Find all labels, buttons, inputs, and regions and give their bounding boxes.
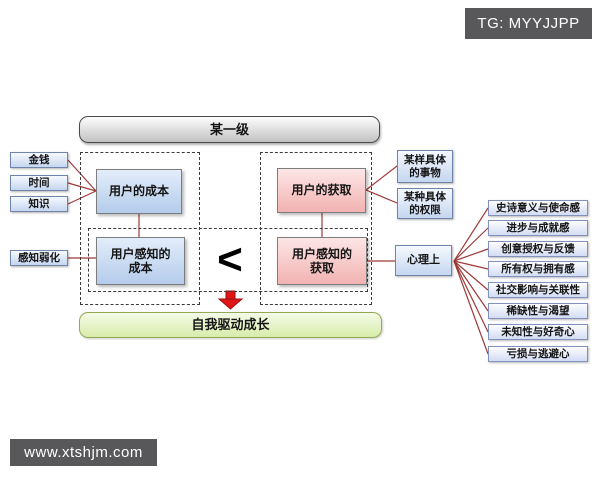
watermark-site: www.xtshjm.com <box>10 439 157 466</box>
psych-item-empowerment: 创意授权与反馈 <box>488 241 588 257</box>
input-money: 金钱 <box>10 152 68 168</box>
psych-item-ownership: 所有权与拥有感 <box>488 261 588 277</box>
result-bar: 自我驱动成长 <box>79 312 382 338</box>
less-than-symbol: < <box>217 235 243 284</box>
down-arrow-icon <box>217 290 244 310</box>
perceived-cost-node: 用户感知的成本 <box>96 237 185 285</box>
psych-item-scarcity: 稀缺性与渴望 <box>488 303 588 319</box>
top-level-bar: 某一级 <box>79 116 380 143</box>
perceived-comparison-frame <box>88 228 368 292</box>
input-time: 时间 <box>10 175 68 191</box>
perception-weaken-node: 感知弱化 <box>10 250 68 266</box>
perceived-gain-node: 用户感知的获取 <box>277 237 367 285</box>
psych-item-social-influence: 社交影响与关联性 <box>488 282 588 298</box>
user-gain-node: 用户的获取 <box>277 168 366 213</box>
output-concrete-permission: 某种具体 的权限 <box>397 188 453 219</box>
watermark-tg: TG: MYYJJPP <box>465 8 592 39</box>
user-cost-node: 用户的成本 <box>96 169 182 214</box>
psych-item-curiosity: 未知性与好奇心 <box>488 324 588 340</box>
output-concrete-thing: 某样具体 的事物 <box>397 150 453 183</box>
psych-item-loss-avoidance: 亏损与逃避心 <box>488 346 588 362</box>
psych-item-accomplishment: 进步与成就感 <box>488 220 588 236</box>
input-knowledge: 知识 <box>10 196 68 212</box>
psychological-node: 心理上 <box>395 245 452 276</box>
psych-item-epic-meaning: 史诗意义与使命感 <box>488 200 588 216</box>
